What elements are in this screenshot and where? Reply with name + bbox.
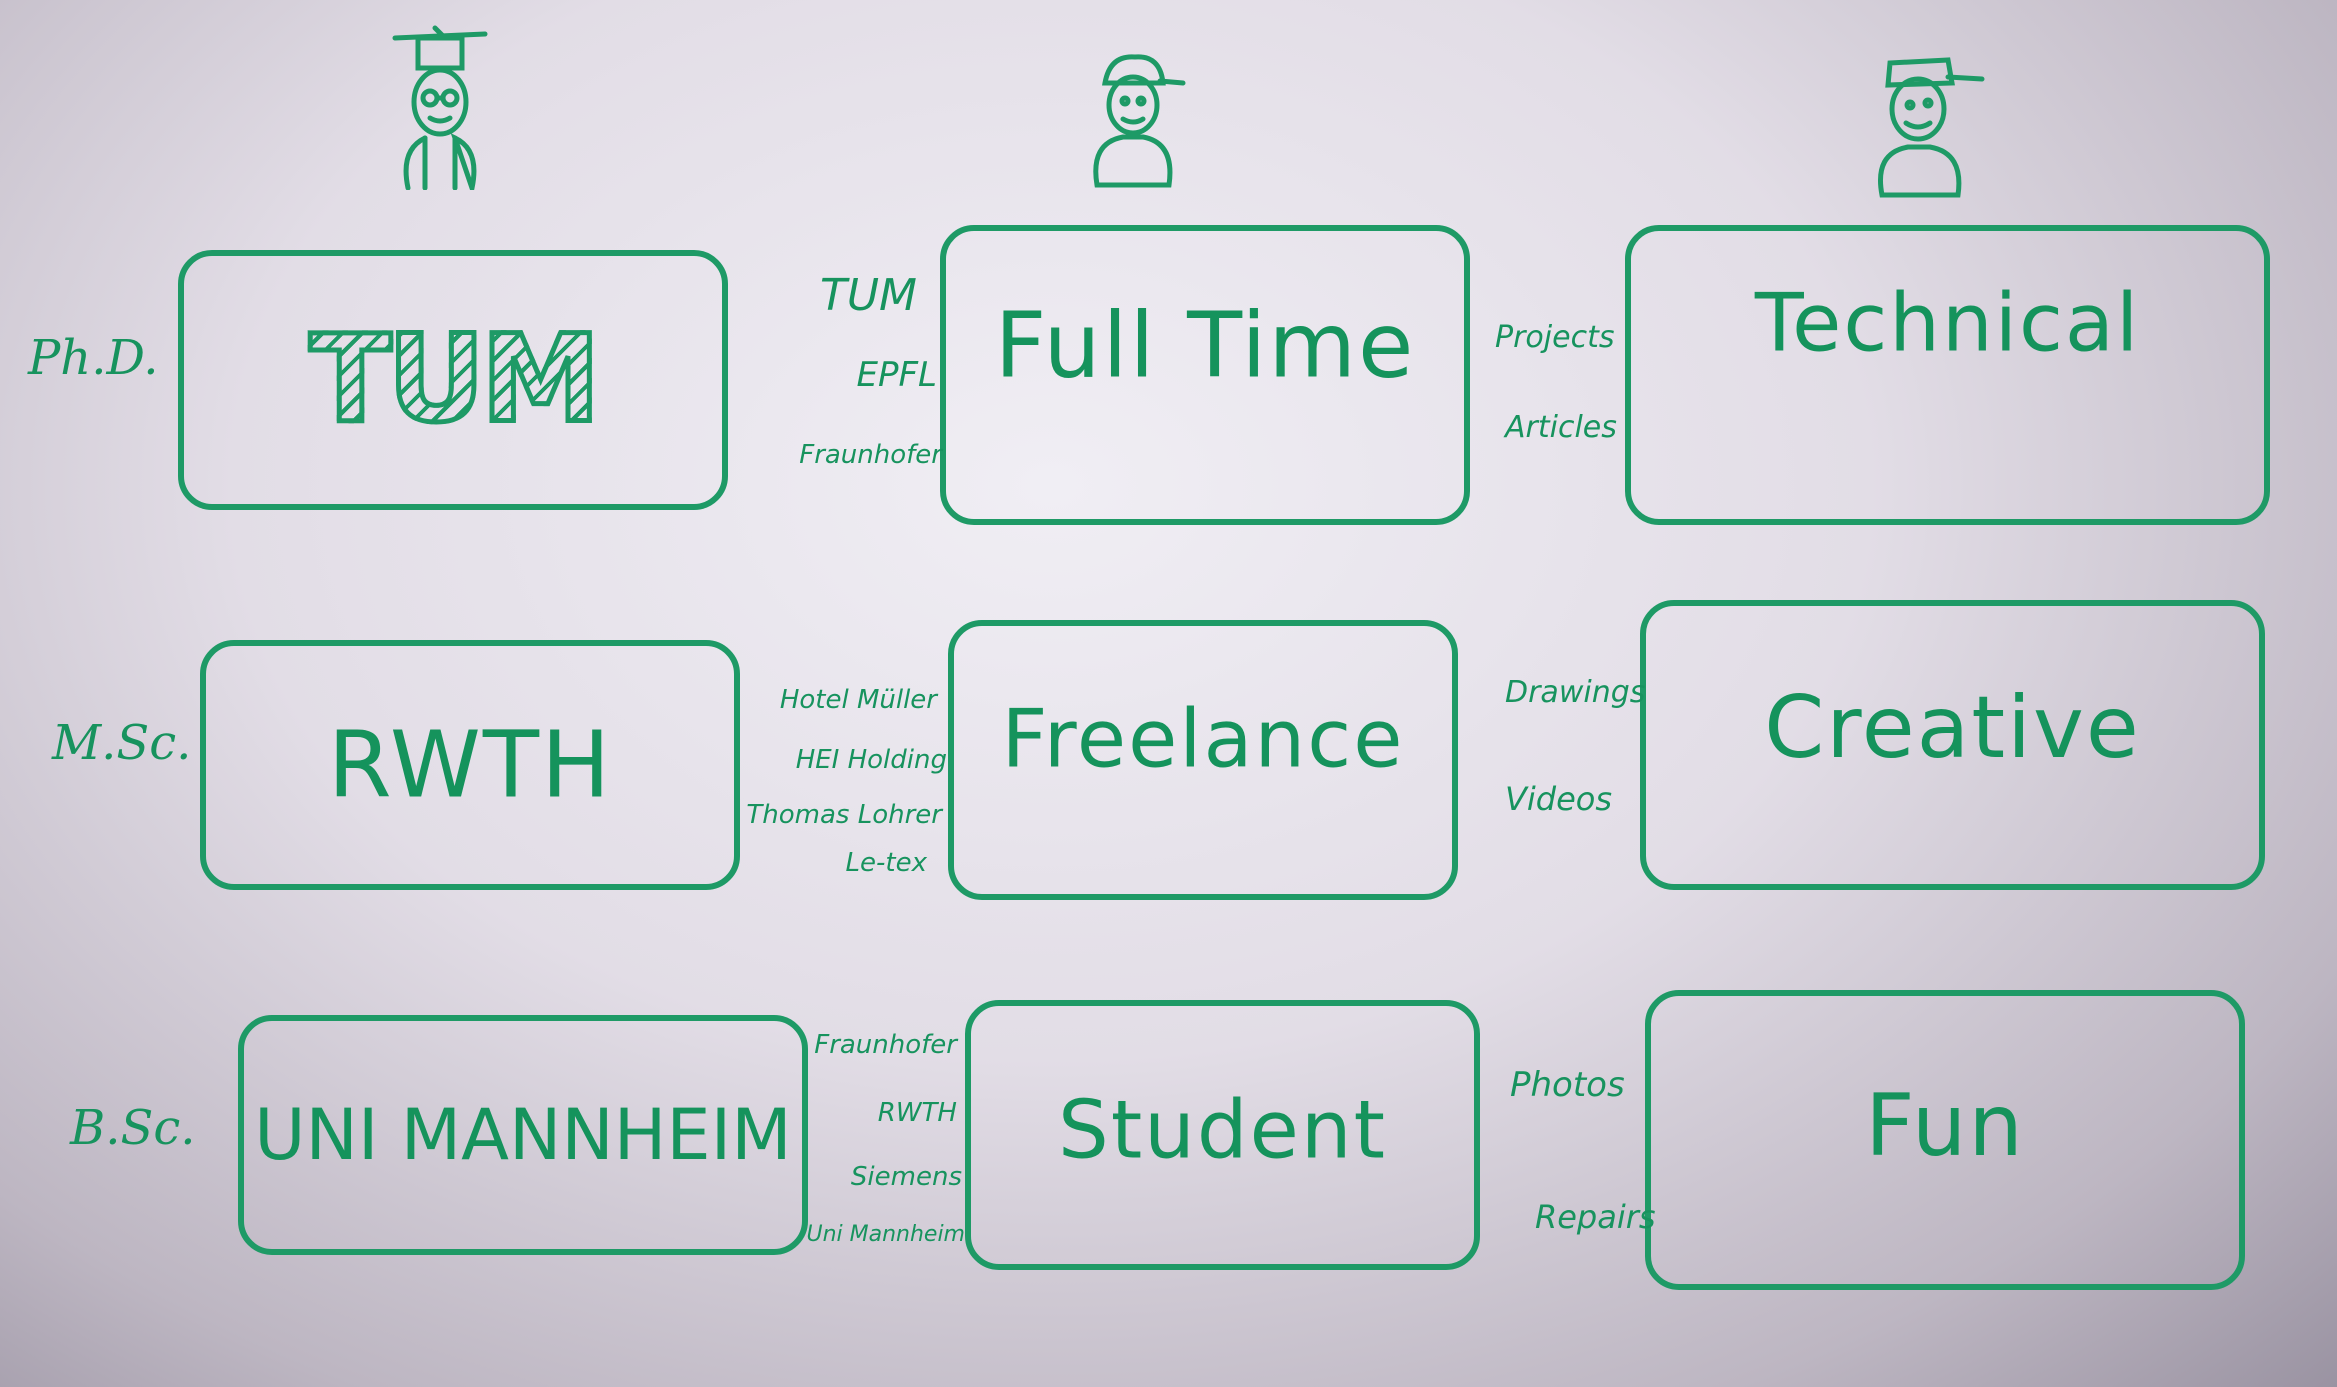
box-text-uni-mannheim: UNI MANNHEIM [254,1094,792,1176]
box-text-fun: Fun [1865,1075,2025,1176]
note-full-time-1: EPFL [856,355,937,395]
box-text-freelance: Freelance [1001,692,1405,786]
note-creative-1: Videos [1505,780,1613,818]
note-student-1: RWTH [877,1098,957,1128]
row-label-phd: Ph.D. [28,330,159,386]
box-text-technical: Technical [1754,276,2141,370]
box-creative: Creative [1640,600,2265,890]
box-text-tum: TUM [184,308,722,452]
row-label-bsc: B.Sc. [70,1100,196,1156]
box-fun: Fun [1645,990,2245,1290]
note-fun-0: Photos [1510,1065,1625,1105]
note-freelance-3: Le-tex [845,848,927,878]
box-rwth: RWTH [200,640,740,890]
box-student: Student [965,1000,1480,1270]
box-technical: Technical [1625,225,2270,525]
worker-figure-icon [1093,54,1186,188]
box-uni-mannheim: UNI MANNHEIM [238,1015,808,1255]
box-full-time: Full Time [940,225,1470,525]
box-text-rwth: RWTH [327,711,613,819]
note-full-time-2: Fraunhofer [799,440,942,470]
note-student-3: Uni Mannheim [806,1222,965,1247]
note-freelance-2: Thomas Lohrer [746,800,942,830]
note-creative-0: Drawings [1505,675,1646,710]
note-freelance-0: Hotel Müller [779,685,937,715]
note-student-0: Fraunhofer [814,1030,957,1060]
graduate-figure-icon [392,25,488,190]
note-full-time-0: TUM [819,270,917,321]
box-text-full-time: Full Time [994,293,1416,399]
box-text-student: Student [1058,1083,1387,1177]
box-freelance: Freelance [948,620,1458,900]
note-technical-0: Projects [1495,320,1615,355]
box-text-creative: Creative [1764,678,2141,779]
note-freelance-1: HEI Holding [795,745,947,775]
note-fun-1: Repairs [1535,1198,1656,1236]
box-tum: TUM [178,250,728,510]
note-technical-1: Articles [1505,410,1617,445]
row-label-msc: M.Sc. [52,715,192,771]
note-student-2: Siemens [850,1162,962,1192]
kid-figure-icon [1878,57,1985,198]
